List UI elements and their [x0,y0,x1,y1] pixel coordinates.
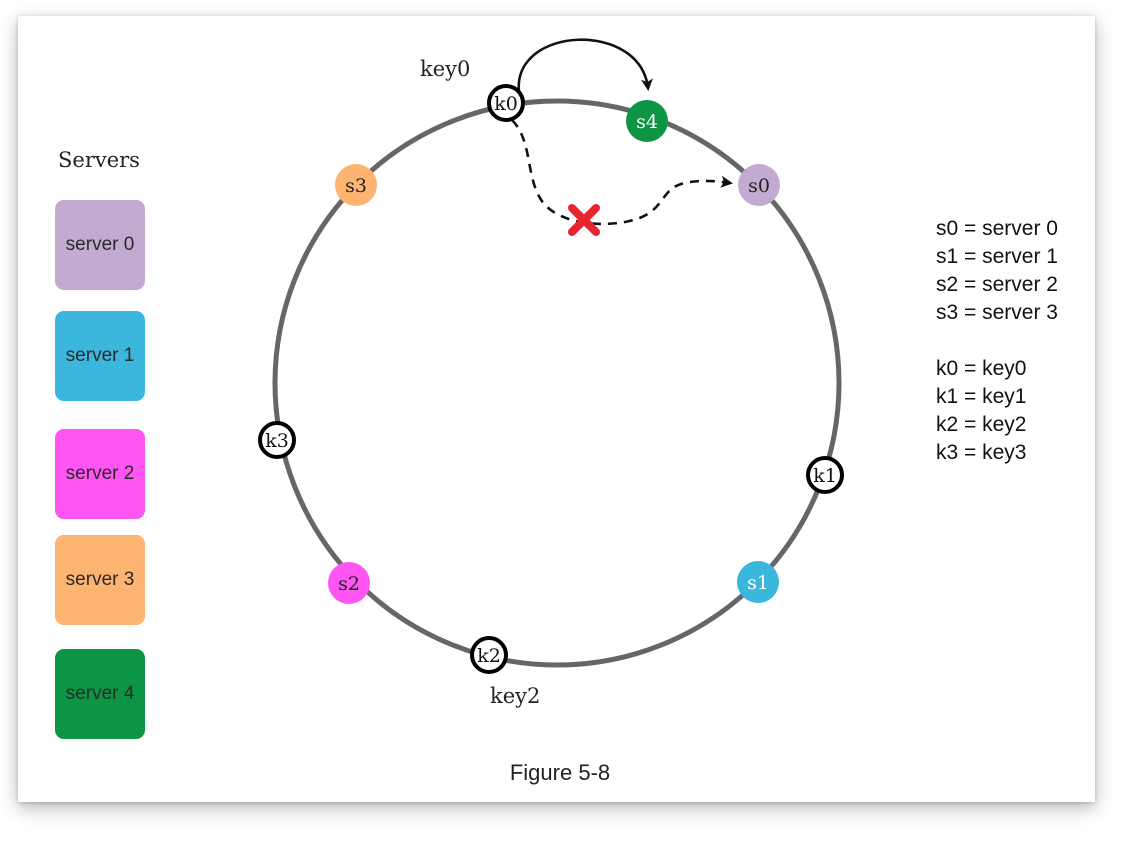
key-node-k2: k2 [470,636,508,674]
key-node-k1: k1 [806,456,844,494]
legend-line: s1 = server 1 [936,245,1058,268]
server-box-1: server 1 [55,311,145,401]
removed-server-x-icon [568,204,600,236]
legend-line: k2 = key2 [936,413,1027,436]
figure-card [18,16,1095,802]
legend-line: s3 = server 3 [936,301,1058,324]
server-node-label: s3 [345,175,367,197]
route-arrow-k0-to-s4 [517,38,653,93]
server-box-2: server 2 [55,429,145,519]
legend-line: s0 = server 0 [936,217,1058,240]
server-legend: s0 = server 0 s1 = server 1 s2 = server … [936,215,1058,327]
server-box-3: server 3 [55,535,145,625]
key-node-label: k3 [265,430,289,452]
server-node-label: s4 [636,111,658,133]
key-node-label: k0 [494,93,518,115]
servers-panel-title: Servers [58,148,140,172]
server-node-s3: s3 [335,164,377,206]
legend-line: s2 = server 2 [936,273,1058,296]
previous-route-arrow-k0-to-s0 [511,119,733,226]
server-node-s1: s1 [737,561,779,603]
key0-annotation: key0 [420,57,470,81]
legend-line: k3 = key3 [936,441,1027,464]
server-node-s2: s2 [328,562,370,604]
key-node-label: k2 [477,645,501,667]
key-node-k3: k3 [258,421,296,459]
server-node-label: s0 [748,175,770,197]
server-node-s4: s4 [626,100,668,142]
legend-line: k0 = key0 [936,357,1027,380]
key-node-label: k1 [813,465,837,487]
key2-annotation: key2 [490,684,540,708]
key-node-k0: k0 [487,84,525,122]
server-node-label: s2 [338,573,360,595]
key-legend: k0 = key0 k1 = key1 k2 = key2 k3 = key3 [936,355,1026,467]
figure-caption: Figure 5-8 [509,760,611,785]
hash-ring [272,98,842,668]
server-box-4: server 4 [55,649,145,739]
server-box-0: server 0 [55,200,145,290]
server-node-s0: s0 [738,164,780,206]
legend-line: k1 = key1 [936,385,1027,408]
server-node-label: s1 [747,572,769,594]
